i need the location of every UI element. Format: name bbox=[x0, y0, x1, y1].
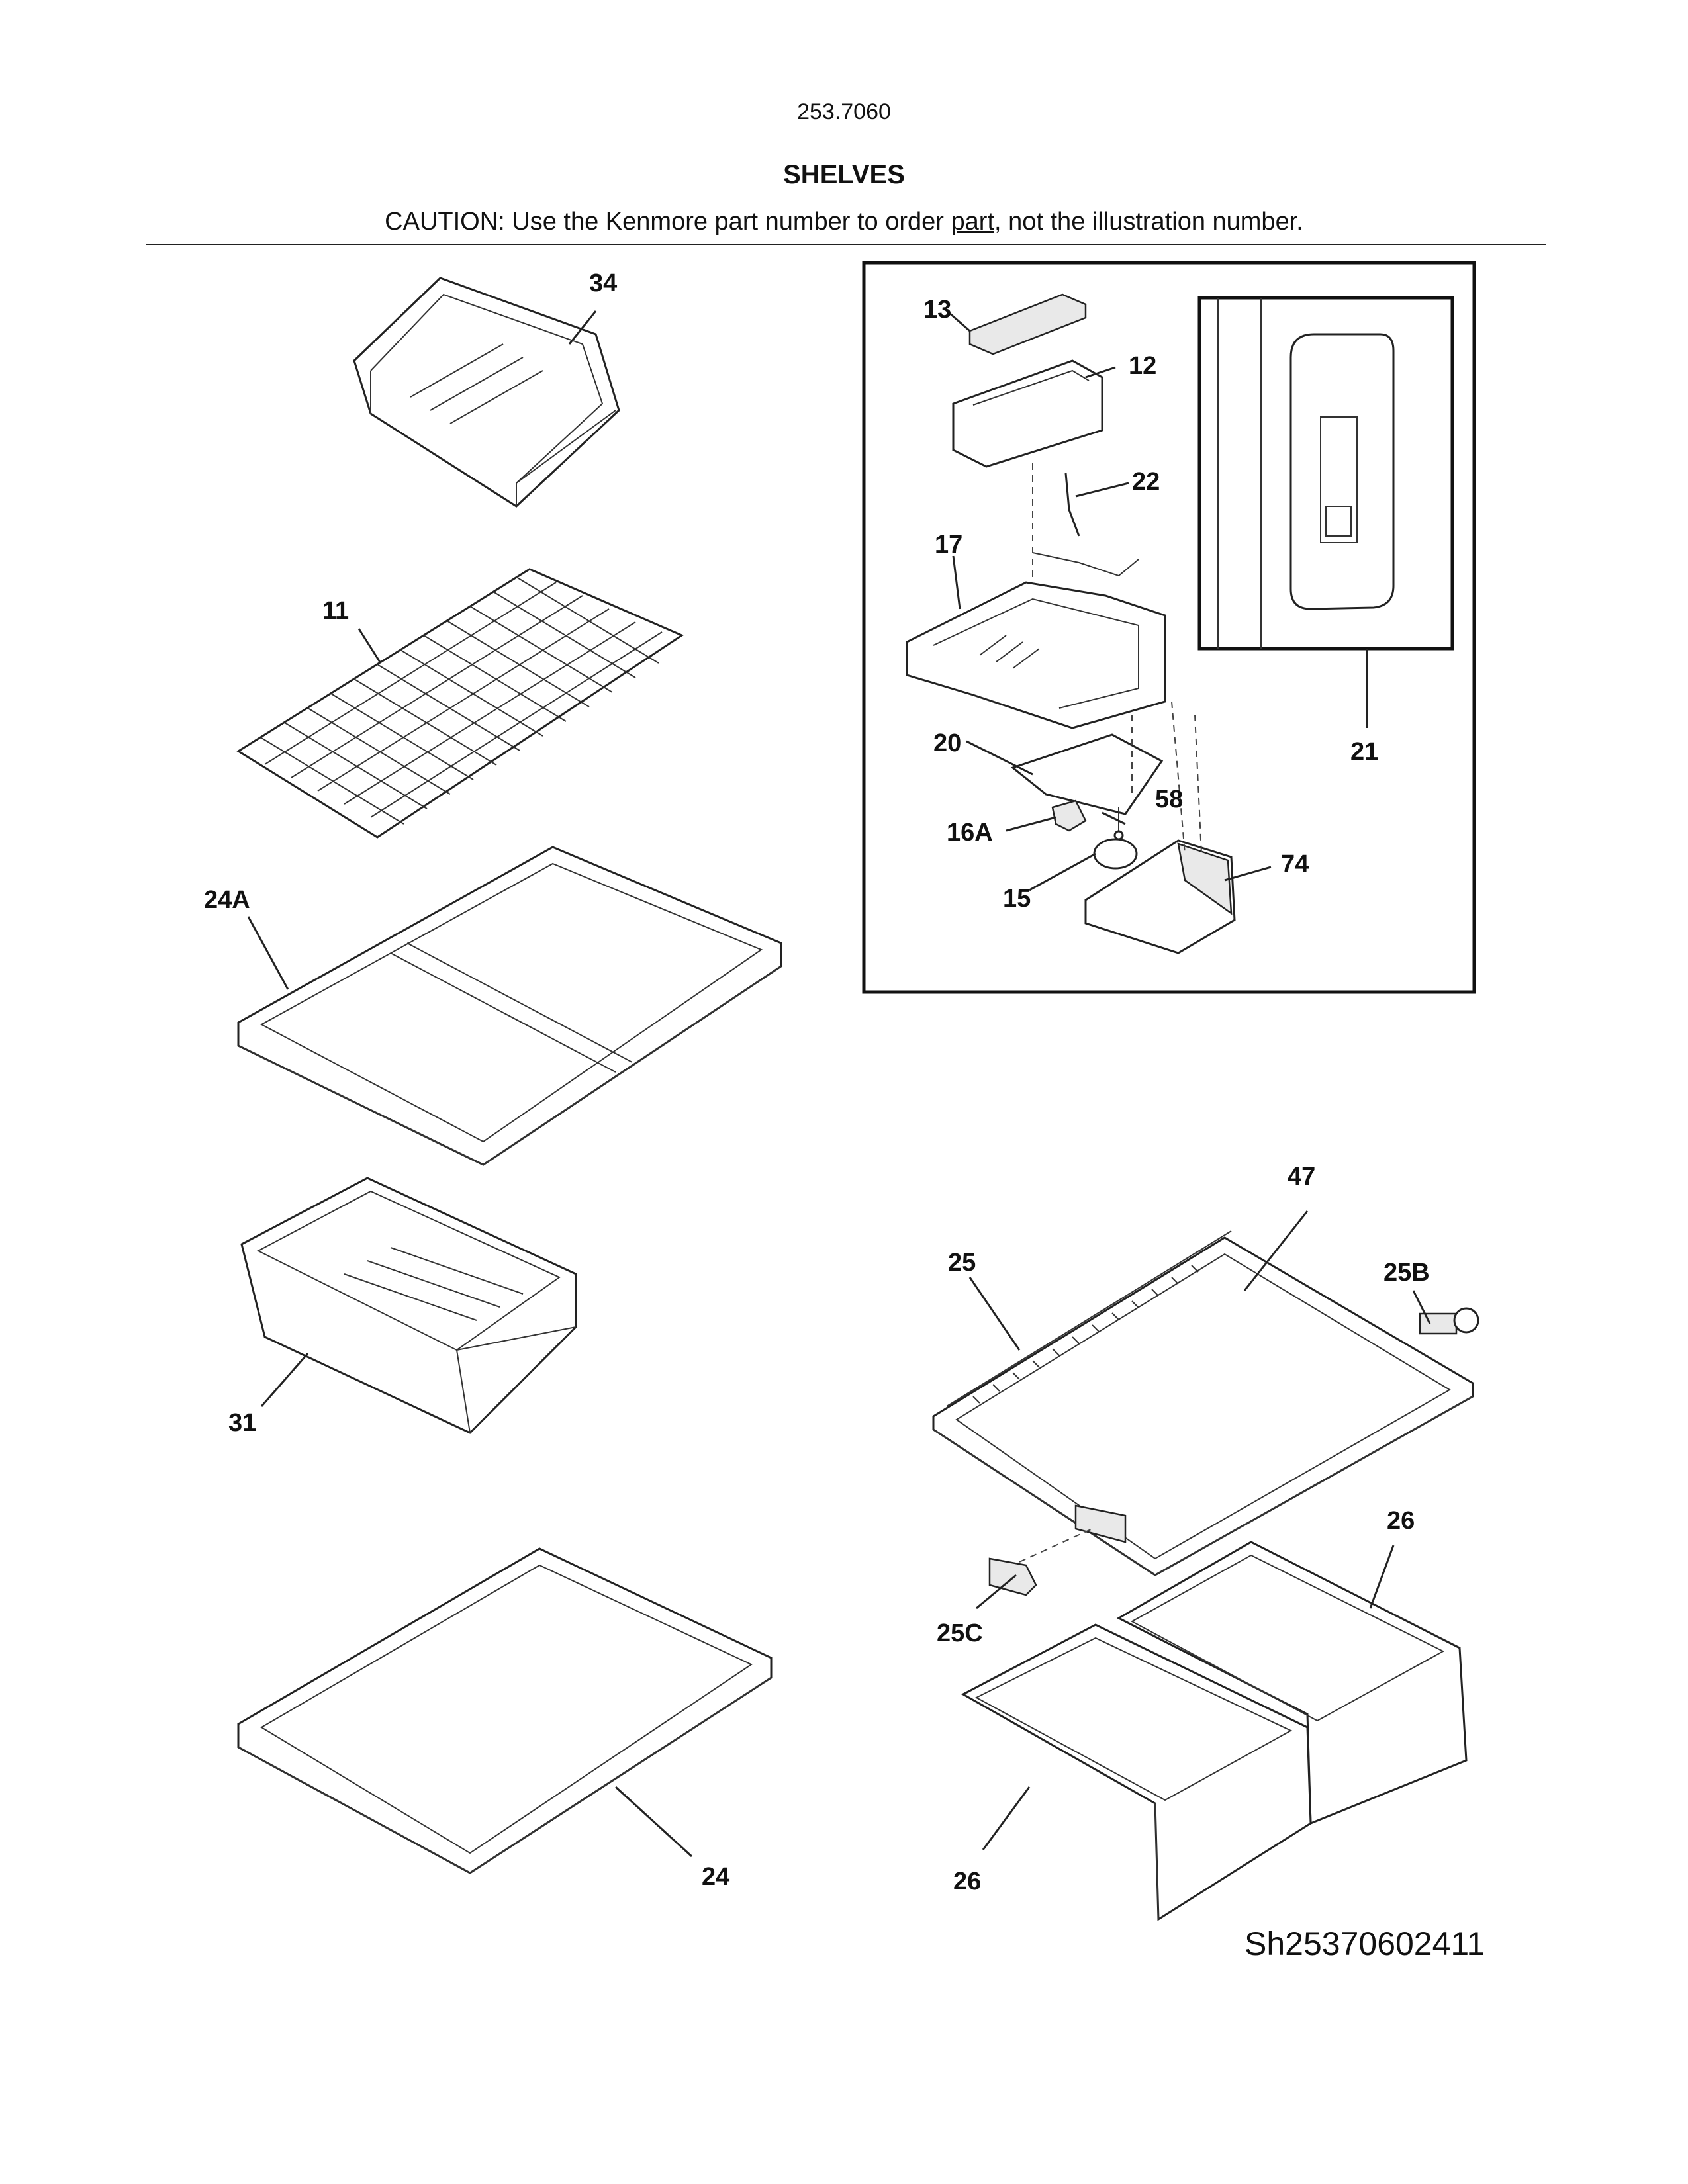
callout-20: 20 bbox=[933, 729, 961, 757]
part-34-drawer bbox=[353, 277, 620, 508]
sheet-identifier: Sh25370602411 bbox=[1244, 1925, 1485, 1962]
part-47-crisper-cover bbox=[932, 1230, 1474, 1576]
callout-25B: 25B bbox=[1383, 1259, 1430, 1287]
page-title: SHELVES bbox=[783, 160, 905, 189]
part-11-wire-shelf bbox=[236, 568, 684, 839]
callout-24: 24 bbox=[702, 1863, 729, 1891]
caution-note: CAUTION: Use the Kenmore part number to … bbox=[0, 208, 1688, 236]
part-24A-glass-shelf bbox=[237, 846, 782, 1166]
light-housing-inset bbox=[862, 261, 1476, 994]
callout-25: 25 bbox=[948, 1249, 976, 1277]
callout-58: 58 bbox=[1155, 786, 1183, 813]
callout-21: 21 bbox=[1350, 738, 1378, 766]
callout-26-top: 26 bbox=[1387, 1507, 1415, 1535]
caution-text-end: , not the illustration number. bbox=[994, 208, 1303, 236]
callout-22: 22 bbox=[1132, 468, 1160, 496]
callout-26-bottom: 26 bbox=[953, 1868, 981, 1895]
part-24-glass-shelf bbox=[237, 1547, 773, 1874]
callout-47: 47 bbox=[1288, 1163, 1315, 1191]
callout-24A: 24A bbox=[204, 886, 250, 914]
callout-11: 11 bbox=[322, 597, 349, 625]
callout-25C: 25C bbox=[937, 1619, 983, 1647]
leader-lines bbox=[247, 306, 1431, 1858]
callout-12: 12 bbox=[1129, 352, 1156, 380]
callout-31: 31 bbox=[228, 1409, 256, 1437]
callout-15: 15 bbox=[1003, 885, 1031, 913]
caution-text-start: CAUTION: Use the Kenmore part number to … bbox=[385, 208, 951, 236]
part-26-crisper-drawers bbox=[961, 1541, 1468, 1921]
callout-34: 34 bbox=[589, 269, 617, 297]
header-rule bbox=[146, 244, 1546, 245]
part-31-deli-drawer bbox=[240, 1177, 577, 1434]
callout-17: 17 bbox=[935, 531, 962, 559]
model-number: 253.7060 bbox=[797, 99, 891, 124]
callout-labels: 34 11 24A 31 24 13 12 22 17 20 58 16A 15… bbox=[204, 269, 1430, 1895]
callout-74: 74 bbox=[1281, 850, 1309, 878]
caution-part-word: part bbox=[951, 208, 994, 236]
part-25B-clip bbox=[1419, 1307, 1479, 1335]
callout-16A: 16A bbox=[947, 819, 993, 846]
callout-13: 13 bbox=[923, 296, 951, 324]
